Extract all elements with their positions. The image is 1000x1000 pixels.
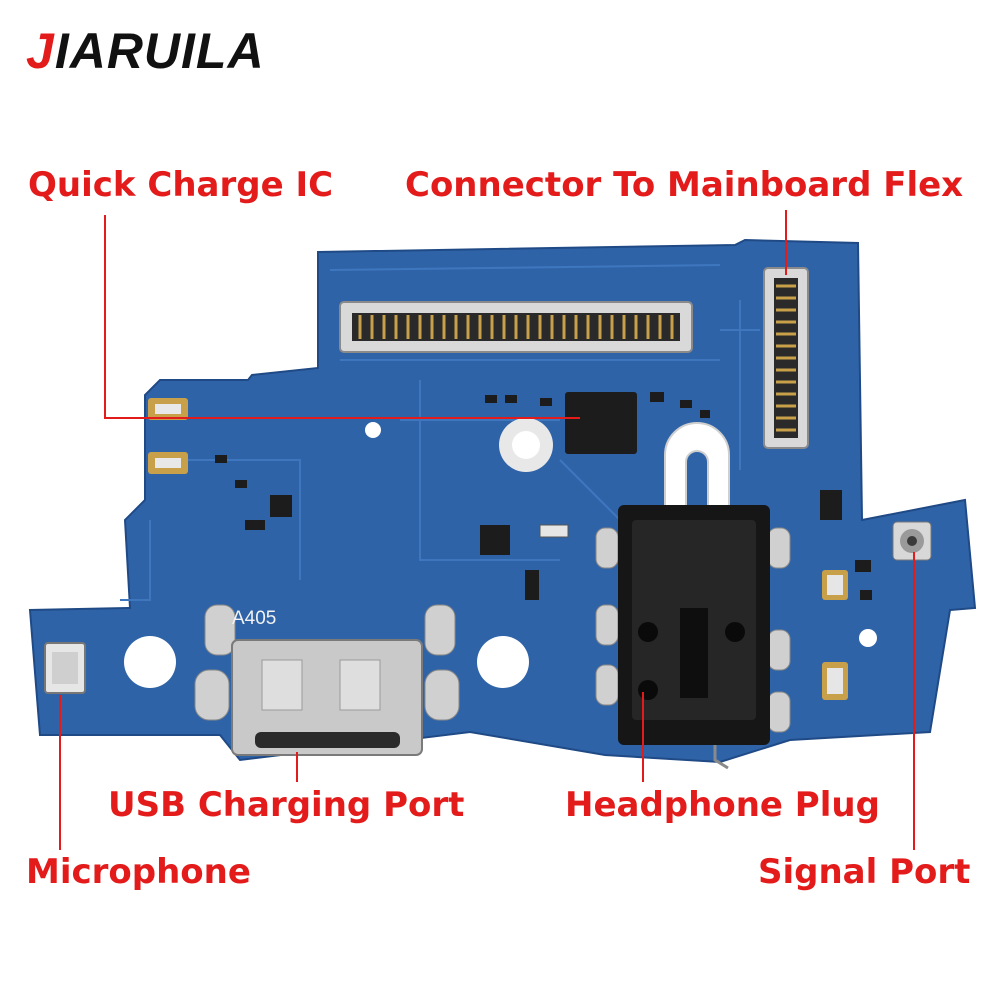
- signal-port-connector: [892, 521, 932, 561]
- board-marking: A405: [232, 608, 276, 629]
- leader-line-quick-charge-ic: [104, 215, 580, 419]
- usb-charging-port: [194, 604, 460, 756]
- mounting-holes: [124, 418, 877, 688]
- brand-logo: JIARUILA: [26, 22, 265, 80]
- label-quick-charge-ic: Quick Charge IC: [28, 165, 334, 205]
- leader-lines: [59, 210, 915, 850]
- quick-charge-ic-chip: [565, 392, 637, 454]
- label-headphone-plug: Headphone Plug: [565, 785, 880, 825]
- smd-components: [215, 392, 872, 600]
- gold-contact-pads: [148, 398, 188, 474]
- label-microphone: Microphone: [26, 852, 251, 892]
- label-connector-to-mainboard-flex: Connector To Mainboard Flex: [405, 165, 964, 205]
- brand-logo-first-letter: J: [26, 23, 55, 79]
- headphone-jack: [595, 505, 791, 770]
- label-usb-charging-port: USB Charging Port: [108, 785, 465, 825]
- brand-logo-rest: IARUILA: [54, 23, 265, 79]
- label-signal-port: Signal Port: [758, 852, 971, 892]
- connector-pins-horizontal: [358, 315, 674, 339]
- headphone-hook-cutout: [664, 422, 730, 511]
- connector-pins-vertical: [776, 284, 796, 432]
